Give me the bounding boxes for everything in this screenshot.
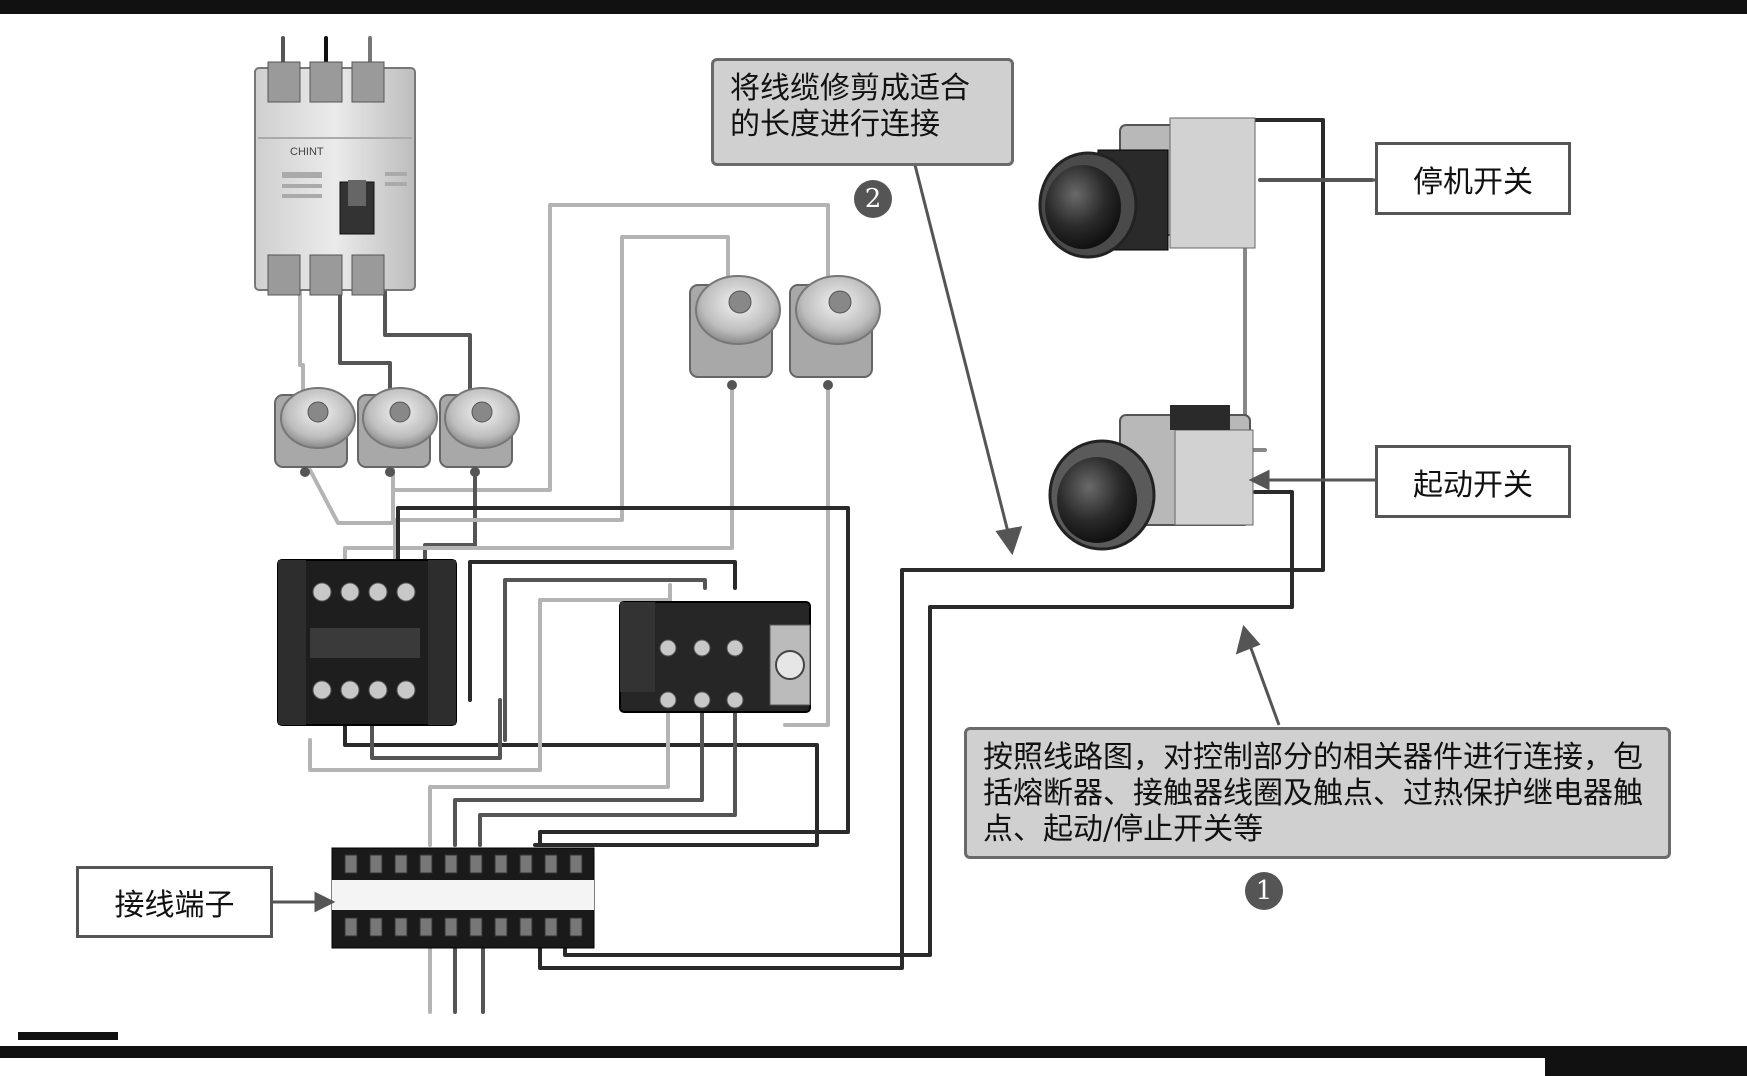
label-start-switch: 起动开关 xyxy=(1375,445,1571,518)
wires xyxy=(281,36,1374,1014)
terminal-output-wires xyxy=(428,943,485,1014)
breaker-brand-text: CHINT xyxy=(290,146,324,158)
callout-trim-cable: 将线缆修剪成适合的长度进行连接 xyxy=(711,58,1014,166)
bottom-border xyxy=(0,1046,1747,1058)
fuse-row xyxy=(274,387,520,477)
overload-relay xyxy=(619,601,811,713)
overload-terminal-wires xyxy=(428,698,737,847)
contactor-overload-wires xyxy=(308,506,850,847)
start-pushbutton xyxy=(1048,405,1254,551)
control-fuse-1 xyxy=(689,275,781,390)
bottom-border-short xyxy=(18,1032,118,1040)
bottom-border-block xyxy=(1545,1058,1747,1076)
fuse-2 xyxy=(357,387,438,477)
control-fuse-wires xyxy=(343,383,830,727)
control-fuse-2 xyxy=(789,275,881,390)
terminal-block xyxy=(331,847,595,949)
callout-trim-cable-text: 将线缆修剪成适合的长度进行连接 xyxy=(730,71,970,142)
fuse-3 xyxy=(439,387,520,477)
breaker-to-fuse-wires xyxy=(298,283,472,397)
label-stop-switch: 停机开关 xyxy=(1375,142,1571,215)
control-fuses xyxy=(689,275,881,390)
fuse-1 xyxy=(274,387,356,477)
step-1-badge: 1 xyxy=(1245,872,1283,910)
callout-connect-control-text: 按照线路图，对控制部分的相关器件进行连接，包括熔断器、接触器线圈及触点、过热保护… xyxy=(983,740,1643,847)
stop-pushbutton xyxy=(1038,117,1256,259)
circuit-breaker: CHINT xyxy=(254,61,416,296)
label-terminal-block: 接线端子 xyxy=(76,866,273,938)
contactor xyxy=(277,559,457,726)
top-border xyxy=(0,0,1747,14)
callout-connect-control: 按照线路图，对控制部分的相关器件进行连接，包括熔断器、接触器线圈及触点、过热保护… xyxy=(964,727,1671,859)
step-2-badge: 2 xyxy=(854,180,892,218)
pointer-arrows xyxy=(272,164,1375,913)
